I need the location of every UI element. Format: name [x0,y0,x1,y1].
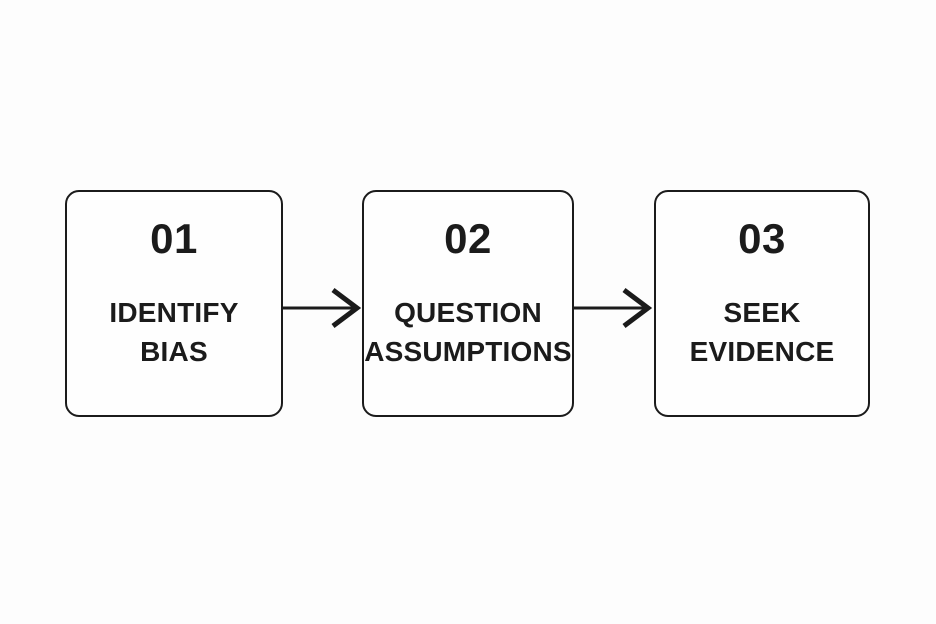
step-label-line: ASSUMPTIONS [364,335,572,367]
step-box-3: 03 SEEK EVIDENCE [654,190,870,417]
step-label-line: IDENTIFY [109,297,239,328]
step-label-line: SEEK [723,297,801,328]
step-label: IDENTIFY BIAS [109,294,238,371]
step-box-1: 01 IDENTIFY BIAS [65,190,283,417]
step-label: SEEK EVIDENCE [690,294,835,371]
step-label-line: QUESTION [394,297,542,328]
step-number: 02 [444,215,492,262]
step-number: 03 [738,215,786,262]
step-number: 01 [150,215,198,262]
arrow-right-icon [574,288,653,328]
step-label-line: EVIDENCE [689,335,835,367]
step-label-line: BIAS [140,335,208,367]
step-box-2: 02 QUESTION ASSUMPTIONS [362,190,574,417]
step-label: QUESTION ASSUMPTIONS [364,294,572,371]
arrow-right-icon [283,288,362,328]
